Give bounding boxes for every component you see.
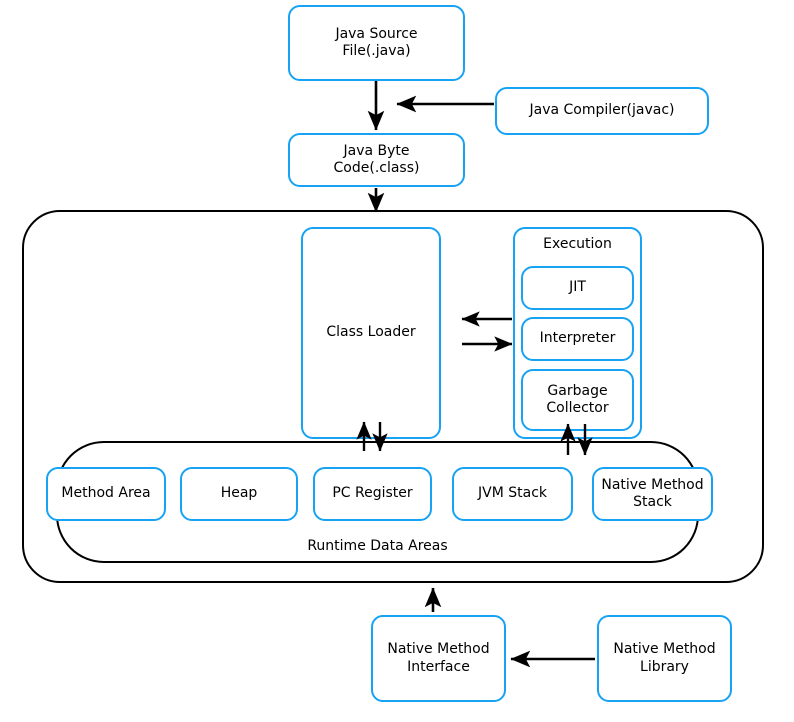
jvm-container [22, 210, 764, 583]
node-method-area-label: Method Area [61, 485, 151, 502]
node-native-method-stack-label: Native Method Stack [601, 476, 704, 511]
node-class-loader-label: Class Loader [326, 324, 416, 341]
node-native-method-library-label: Native Method Library [613, 641, 716, 675]
node-jit[interactable]: JIT [521, 266, 634, 310]
node-java-byte-code[interactable]: Java Byte Code(.class) [288, 133, 465, 187]
node-native-method-interface[interactable]: Native Method Interface [371, 615, 506, 702]
node-java-byte-code-label: Java Byte Code(.class) [333, 142, 420, 177]
node-jvm-stack[interactable]: JVM Stack [452, 467, 573, 521]
node-java-compiler-label: Java Compiler(javac) [529, 102, 675, 119]
node-runtime-data-areas-label: Runtime Data Areas [307, 537, 448, 554]
node-native-method-stack[interactable]: Native Method Stack [592, 467, 713, 521]
node-native-method-interface-label: Native Method Interface [387, 641, 490, 675]
node-interpreter[interactable]: Interpreter [521, 317, 634, 361]
node-java-source-file[interactable]: Java Source File(.java) [288, 5, 465, 81]
node-pc-register-label: PC Register [332, 485, 413, 502]
node-jvm-stack-label: JVM Stack [478, 485, 547, 502]
node-heap[interactable]: Heap [180, 467, 298, 521]
node-pc-register[interactable]: PC Register [313, 467, 432, 521]
node-heap-label: Heap [220, 485, 258, 502]
node-interpreter-label: Interpreter [539, 330, 616, 347]
node-jit-label: JIT [569, 279, 586, 296]
node-native-method-library[interactable]: Native Method Library [597, 615, 732, 702]
node-java-source-file-label: Java Source File(.java) [335, 25, 418, 60]
node-method-area[interactable]: Method Area [46, 467, 166, 521]
node-garbage-collector[interactable]: Garbage Collector [521, 369, 634, 431]
node-class-loader[interactable]: Class Loader [301, 227, 441, 439]
node-java-compiler[interactable]: Java Compiler(javac) [495, 87, 709, 135]
node-execution-label: Execution [543, 236, 612, 252]
node-garbage-collector-label: Garbage Collector [546, 382, 609, 417]
